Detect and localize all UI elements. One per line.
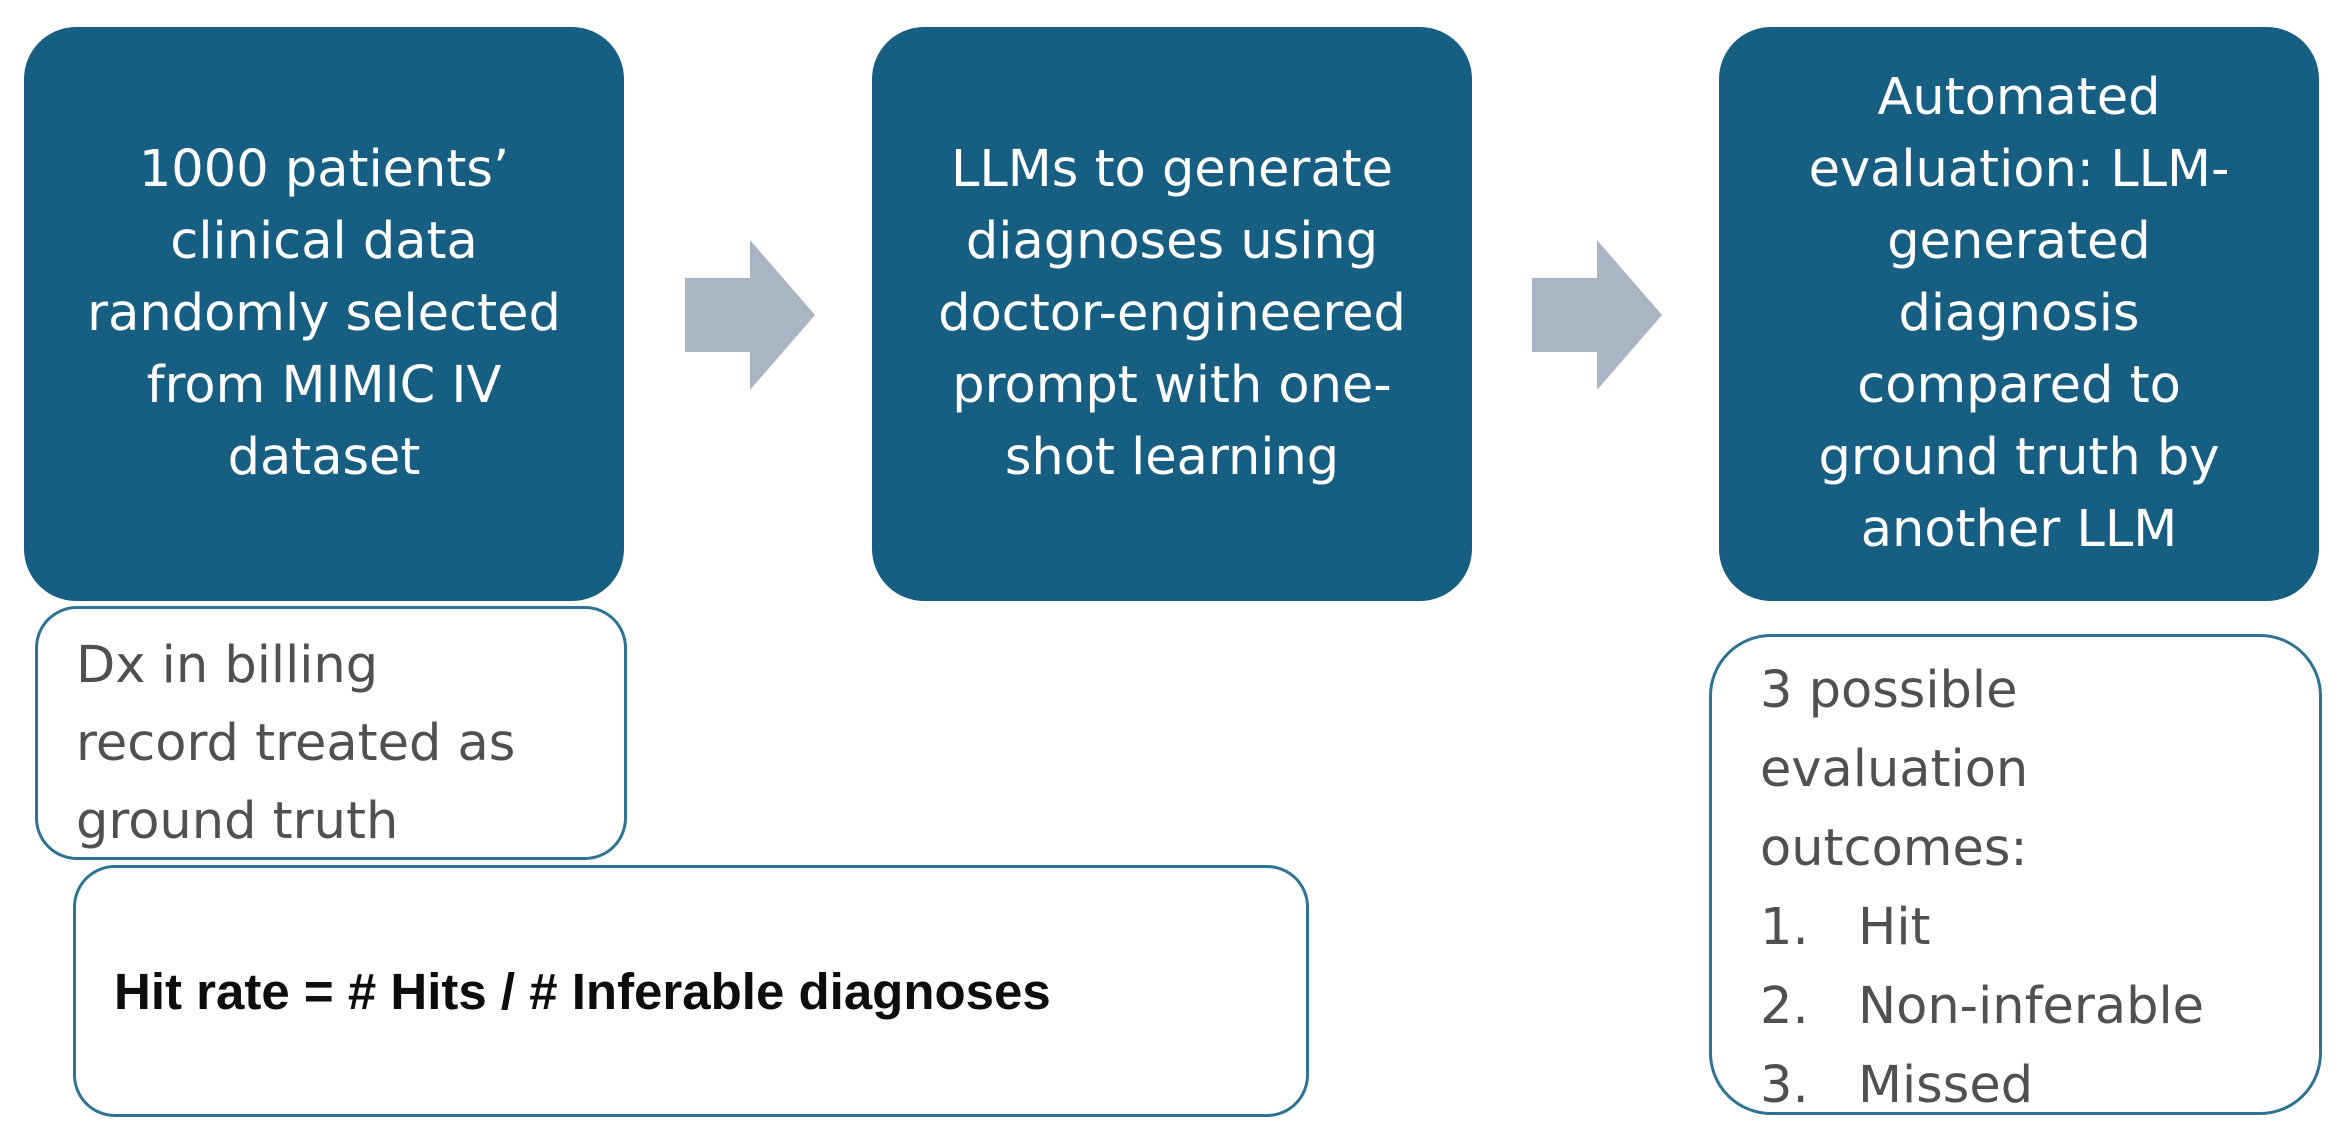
- outcome-item: 2. Non-inferable: [1760, 967, 2309, 1046]
- note-line: record treated as: [76, 714, 516, 773]
- step-line: diagnoses using: [965, 212, 1379, 271]
- outcome-label: Non-inferable: [1858, 977, 2205, 1036]
- step-line: shot learning: [1004, 428, 1340, 487]
- outcome-label: Missed: [1858, 1056, 2034, 1115]
- right-arrow-icon: [685, 240, 815, 390]
- step-text: LLMs to generate diagnoses using doctor-…: [938, 134, 1406, 494]
- step-line: prompt with one-: [952, 356, 1392, 415]
- outcome-number: 1.: [1760, 898, 1809, 957]
- step-line: from MIMIC IV: [146, 356, 502, 415]
- note-text: Dx in billing record treated as ground t…: [76, 627, 604, 861]
- evaluation-outcomes-note: 3 possible evaluation outcomes: 1. Hit 2…: [1709, 634, 2322, 1115]
- step-line: doctor-engineered: [938, 284, 1406, 343]
- step-line: dataset: [227, 428, 421, 487]
- step-line: clinical data: [170, 212, 478, 271]
- outcome-label: Hit: [1858, 898, 1931, 957]
- note-line: outcomes:: [1760, 819, 2028, 878]
- note-line: Dx in billing: [76, 636, 379, 695]
- step-box-llm-generation: LLMs to generate diagnoses using doctor-…: [872, 27, 1472, 601]
- step-line: Automated: [1877, 68, 2161, 127]
- right-arrow-icon: [1532, 240, 1662, 390]
- ground-truth-note: Dx in billing record treated as ground t…: [35, 606, 627, 860]
- step-text: 1000 patients’ clinical data randomly se…: [87, 134, 561, 494]
- outcome-item: 3. Missed: [1760, 1046, 2309, 1125]
- outcome-item: 1. Hit: [1760, 888, 2309, 967]
- step-line: diagnosis: [1898, 284, 2140, 343]
- step-line: 1000 patients’: [138, 140, 510, 199]
- hit-rate-box: Hit rate = # Hits / # Inferable diagnose…: [73, 865, 1309, 1117]
- outcome-list: 1. Hit 2. Non-inferable 3. Missed: [1760, 888, 2309, 1125]
- note-line: 3 possible: [1760, 661, 2018, 720]
- step-text: Automated evaluation: LLM- generated dia…: [1809, 62, 2230, 566]
- outcome-number: 2.: [1760, 977, 1809, 1036]
- step-line: ground truth by: [1818, 428, 2220, 487]
- step-line: another LLM: [1860, 500, 2178, 559]
- outcome-number: 3.: [1760, 1056, 1809, 1115]
- note-text: 3 possible evaluation outcomes: 1. Hit 2…: [1760, 651, 2309, 1125]
- step-box-automated-evaluation: Automated evaluation: LLM- generated dia…: [1719, 27, 2319, 601]
- right-arrow-shape: [685, 240, 815, 390]
- note-line: ground truth: [76, 792, 399, 851]
- note-line: evaluation: [1760, 740, 2029, 799]
- step-line: randomly selected: [87, 284, 561, 343]
- step-line: compared to: [1857, 356, 2181, 415]
- step-line: evaluation: LLM-: [1808, 140, 2230, 199]
- hit-rate-formula: Hit rate = # Hits / # Inferable diagnose…: [114, 962, 1051, 1020]
- step-box-patient-data: 1000 patients’ clinical data randomly se…: [24, 27, 624, 601]
- right-arrow-shape: [1532, 240, 1662, 390]
- step-line: LLMs to generate: [950, 140, 1394, 199]
- step-line: generated: [1887, 212, 2151, 271]
